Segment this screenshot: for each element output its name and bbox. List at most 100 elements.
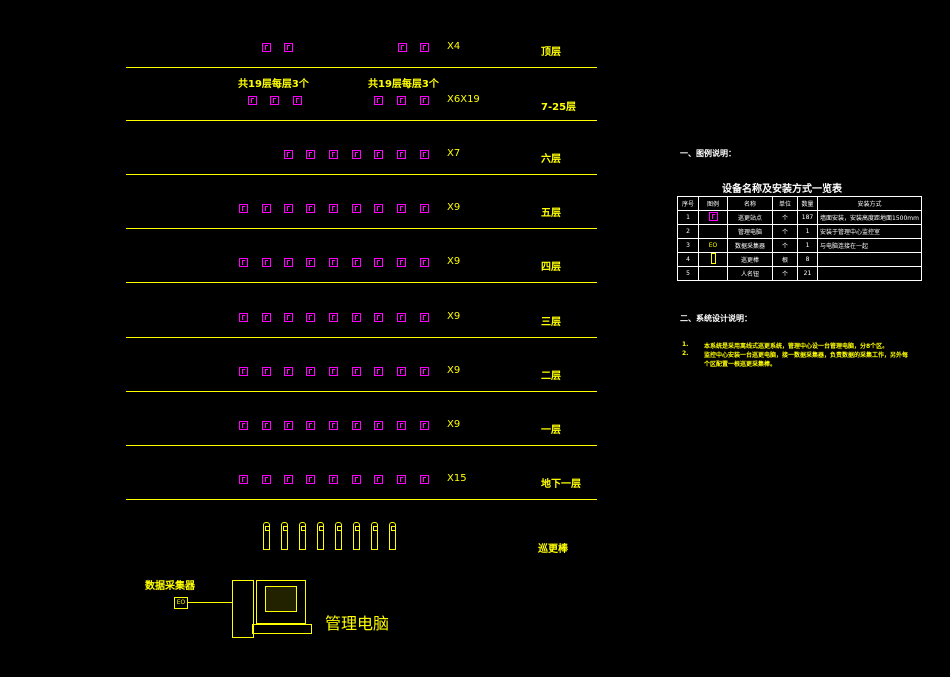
floor-count: X15 (447, 473, 467, 484)
floor-divider (126, 445, 597, 446)
table-cell: 个 (772, 238, 798, 253)
patrol-point-icon (397, 150, 406, 159)
floor-divider (126, 174, 597, 175)
floor-count: X9 (447, 311, 461, 322)
patrol-point-icon (420, 258, 429, 267)
floor-count: X9 (447, 365, 461, 376)
patrol-point-icon (306, 475, 315, 484)
table-cell: 1 (797, 238, 818, 253)
floor-divider (126, 120, 597, 121)
patrol-point-icon (420, 150, 429, 159)
computer-tower-icon (232, 580, 254, 638)
patrol-point-icon (329, 204, 338, 213)
floor-label: 二层 (541, 371, 561, 382)
patrol-stick-icon (389, 522, 396, 550)
note-number: 1. (682, 341, 689, 348)
patrol-point-icon (329, 475, 338, 484)
floor-divider (126, 499, 597, 500)
patrol-point-icon (374, 150, 383, 159)
patrol-point-icon (397, 421, 406, 430)
floor-divider (126, 228, 597, 229)
floor-divider (126, 391, 597, 392)
patrol-stick-icon (263, 522, 270, 550)
table-cell (698, 210, 728, 225)
header-cell: 单位 (772, 196, 798, 211)
patrol-point-icon (248, 96, 257, 105)
patrol-point-icon (262, 204, 271, 213)
patrol-stick-icon (710, 253, 716, 264)
table-cell: 人名钮 (727, 266, 773, 281)
floor-count: X9 (447, 256, 461, 267)
patrol-point-icon (420, 421, 429, 430)
patrol-point-icon (397, 475, 406, 484)
table-cell: 个 (772, 210, 798, 225)
floor-divider (126, 67, 597, 68)
table-cell: 巡更棒 (727, 252, 773, 267)
patrol-point-icon (397, 204, 406, 213)
table-cell: 管理电脑 (727, 224, 773, 239)
patrol-point-icon (708, 212, 718, 221)
patrol-point-icon (284, 313, 293, 322)
patrol-point-icon (270, 96, 279, 105)
patrol-point-icon (306, 367, 315, 376)
patrol-point-icon (329, 367, 338, 376)
table-cell: 个 (772, 266, 798, 281)
patrol-point-icon (374, 313, 383, 322)
table-cell: 安装于管理中心监控室 (817, 224, 922, 239)
header-cell: 安装方式 (817, 196, 922, 211)
floor-label: 四层 (541, 262, 561, 273)
floor-label: 7-25层 (541, 102, 577, 113)
patrol-point-icon (397, 313, 406, 322)
table-cell: 墙面安装，安装高度距地面1500mm (817, 210, 922, 225)
patrol-point-icon (329, 421, 338, 430)
table-cell: 4 (677, 252, 699, 267)
patrol-point-icon (374, 421, 383, 430)
table-cell: 个 (772, 224, 798, 239)
floor-count: X6X19 (447, 94, 480, 105)
patrol-point-icon (397, 258, 406, 267)
table-cell (698, 224, 728, 239)
patrol-point-icon (306, 204, 315, 213)
patrol-stick-icon (317, 522, 324, 550)
floor-divider (126, 282, 597, 283)
patrol-point-icon (329, 150, 338, 159)
patrol-point-icon (352, 313, 361, 322)
connector-line (188, 602, 232, 603)
header-cell: 数量 (797, 196, 818, 211)
patrol-point-icon (306, 258, 315, 267)
header-cell: 名称 (727, 196, 773, 211)
patrol-point-icon (329, 258, 338, 267)
table-cell (698, 266, 728, 281)
table-cell: 187 (797, 210, 818, 225)
patrol-point-icon (284, 421, 293, 430)
patrol-point-icon (284, 43, 293, 52)
table-cell: 5 (677, 266, 699, 281)
patrol-stick-icon (299, 522, 306, 550)
patrol-point-icon (352, 150, 361, 159)
floor-label: 三层 (541, 317, 561, 328)
keyboard-icon (252, 624, 312, 634)
table-cell: 3 (677, 238, 699, 253)
floor-label: 顶层 (541, 47, 561, 58)
floor-label: 地下一层 (541, 479, 581, 490)
patrol-point-icon (262, 313, 271, 322)
table-cell: 1 (677, 210, 699, 225)
patrol-point-icon (284, 204, 293, 213)
patrol-point-icon (374, 367, 383, 376)
note-text: 本系统是采用离线式巡更系统，管理中心设一台管理电脑，分8个区。 (704, 343, 889, 350)
patrol-point-icon (374, 475, 383, 484)
patrol-point-icon (352, 367, 361, 376)
patrol-point-icon (352, 204, 361, 213)
patrol-point-icon (352, 475, 361, 484)
patrol-point-icon (262, 367, 271, 376)
patrol-point-icon (239, 475, 248, 484)
patrol-stick-icon (371, 522, 378, 550)
floor-count: X4 (447, 41, 461, 52)
patrol-point-icon (352, 258, 361, 267)
floor-count: X9 (447, 202, 461, 213)
